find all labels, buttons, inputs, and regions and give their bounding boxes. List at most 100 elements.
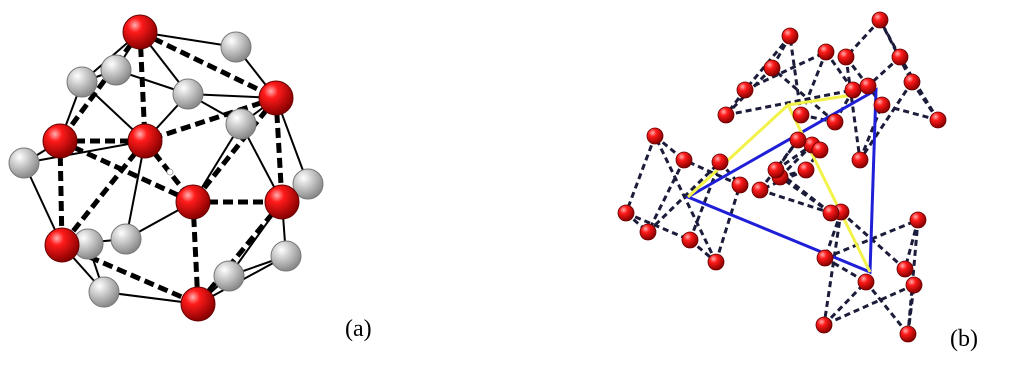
cluster-center-dot (166, 168, 174, 176)
cube-edge (778, 143, 814, 179)
cube-edge (744, 50, 827, 92)
cube-edge (759, 188, 832, 215)
red-atom (736, 81, 754, 99)
cube-edge (775, 143, 813, 172)
panel-b-label: (b) (950, 326, 978, 352)
red-atom (127, 123, 163, 159)
cube-edge (683, 158, 741, 187)
red-atom (797, 161, 815, 179)
red-atom (899, 325, 917, 343)
red-atom (873, 96, 891, 114)
cube-edge (624, 135, 657, 214)
dashed-bond-line (137, 31, 148, 142)
cube-edge (903, 219, 920, 270)
cube-edge (799, 51, 828, 116)
red-atom (896, 260, 914, 278)
grey-atom (220, 31, 252, 63)
dashed-bond-line (144, 95, 277, 144)
cube-edge (646, 159, 686, 233)
red-atom (42, 123, 78, 159)
bond-line (23, 140, 146, 164)
cube-edge (898, 56, 940, 121)
atoms (8, 14, 324, 322)
cube-edge (625, 211, 691, 242)
cube-edge (725, 88, 854, 117)
red-atom (815, 316, 833, 334)
grey-atom (225, 108, 257, 140)
red-atom (792, 106, 810, 124)
cube-edge (653, 135, 718, 263)
panel-b-cube-network (590, 0, 1012, 368)
red-atom (639, 223, 657, 241)
dashed-bond-line (138, 29, 278, 101)
red-atom (767, 161, 785, 179)
grey-atom (270, 240, 302, 272)
panel-a-cluster: (a) (0, 0, 372, 368)
cube-edge (822, 211, 843, 326)
cube-atoms (617, 11, 947, 343)
red-atom (717, 106, 735, 124)
cube-edge (858, 81, 914, 161)
red-atom (891, 48, 909, 66)
cube-edge (822, 280, 868, 327)
red-atom (180, 286, 216, 322)
cube-edge (824, 51, 855, 91)
red-atom (646, 127, 664, 145)
red-atom (175, 184, 211, 220)
red-atom (763, 59, 781, 77)
cube-edge (864, 281, 910, 335)
cube-edge (823, 283, 915, 327)
dashed-bond-line (191, 96, 278, 204)
red-atom (871, 11, 889, 29)
cube-edge (714, 184, 742, 263)
red-atom (731, 176, 749, 194)
grey-atom (8, 147, 40, 179)
red-atom (707, 253, 725, 271)
red-atom (811, 141, 829, 159)
grey-atom (292, 168, 324, 200)
yellow-triangle-edge (787, 93, 853, 107)
red-atom (844, 81, 862, 99)
cube-edge (840, 210, 906, 271)
red-atom (929, 111, 947, 129)
red-atom (909, 211, 927, 229)
red-atom (781, 27, 799, 45)
cube-edge (775, 168, 832, 215)
red-atom (851, 151, 869, 169)
cube-edge (771, 66, 836, 124)
red-atom (751, 181, 769, 199)
grey-atom (110, 223, 142, 255)
panel-a-diagram (8, 14, 324, 322)
grey-atom (172, 78, 204, 110)
red-atom (681, 231, 699, 249)
dashed-bond-line (60, 139, 147, 247)
yellow-triangle (686, 102, 872, 273)
red-atom (675, 151, 693, 169)
cube-edge (688, 161, 722, 241)
red-atom (617, 204, 635, 222)
dashed-bond-line (58, 138, 195, 205)
grey-atom (88, 276, 120, 308)
cube-edge (824, 256, 867, 284)
red-atom (789, 131, 807, 149)
red-atom (817, 43, 835, 61)
red-atom (822, 204, 840, 222)
red-atom (816, 249, 834, 267)
red-atom (837, 48, 855, 66)
dashed-bond-line (57, 30, 143, 143)
red-atom (44, 227, 80, 263)
red-atom (264, 184, 300, 220)
red-atom (826, 113, 844, 131)
red-atom (859, 77, 877, 95)
red-atom (905, 276, 923, 294)
red-atom (258, 80, 294, 116)
red-atom (122, 14, 158, 50)
red-atom (903, 73, 921, 91)
red-atom (711, 153, 729, 171)
cube-edge (906, 219, 920, 335)
panel-a-label: (a) (345, 316, 372, 342)
panel-b-diagram (617, 11, 947, 343)
cube-edge (779, 175, 832, 215)
red-atom (857, 273, 875, 291)
grey-atom (66, 66, 98, 98)
